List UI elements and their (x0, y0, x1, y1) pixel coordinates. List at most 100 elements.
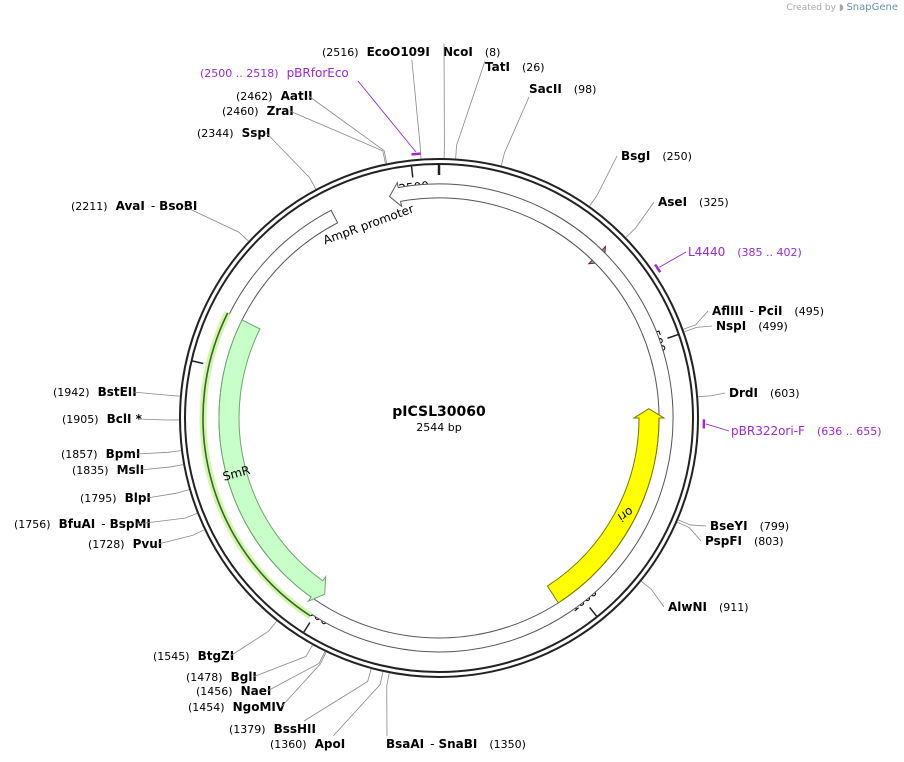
credit-prefix: Created by (786, 3, 836, 13)
plasmid-length: 2544 bp (416, 421, 461, 434)
svg-text:(1545)BtgZI: (1545) BtgZI (153, 649, 234, 663)
primer-mark (411, 152, 421, 156)
svg-text:(1360)ApoI: (1360)ApoI (270, 737, 345, 751)
primer-pbr322ori-f[interactable]: pBR322ori-F(636 .. 655) (702, 419, 882, 438)
enzyme-site-sacii[interactable]: SacII (98) (500, 82, 597, 166)
enzyme-name-2: BsoBI (159, 199, 197, 213)
enzyme-name: BssHII (274, 722, 316, 736)
enzyme-site-msli[interactable]: (1835)MslI (72, 463, 184, 477)
enzyme-site-bpmi[interactable]: (1857)BpmI (61, 447, 182, 461)
restriction-sites: (2516)EcoO109I NcoI(8)TatI(26)SacII (98) Bs… (14, 43, 824, 751)
enzyme-site-naei[interactable]: (1456)NaeI (196, 651, 326, 698)
enzyme-name: ZraI (267, 104, 294, 118)
enzyme-site-blpi[interactable]: (1795)BlpI (80, 489, 190, 505)
credit-brand: SnapGene (846, 2, 898, 13)
enzyme-name: NspI (716, 319, 746, 333)
primer-l4440[interactable]: L4440(385 .. 402) (654, 245, 802, 273)
primer-pbrforeco[interactable]: (2500 .. 2518)pBRforEco (200, 66, 421, 156)
svg-text:PspFI(803): PspFI(803) (705, 534, 784, 548)
svg-text:pBR322ori-F(636 .. 655): pBR322ori-F(636 .. 655) (731, 424, 882, 438)
enzyme-site-avai[interactable]: (2211)AvaI-BsoBI (71, 199, 249, 242)
enzyme-connector (132, 391, 180, 397)
enzyme-site-tati[interactable]: TatI(26) (455, 60, 545, 159)
enzyme-position: (2462) (236, 90, 273, 103)
primer-mark (654, 263, 662, 273)
enzyme-position: (8) (485, 46, 501, 59)
enzyme-connector (386, 673, 390, 737)
enzyme-position: (1545) (153, 650, 190, 663)
tick-mark-500 (667, 333, 680, 339)
enzyme-site-ncoi[interactable]: NcoI(8) (443, 43, 500, 159)
enzyme-position: (799) (760, 520, 790, 533)
enzyme-site-drdi[interactable]: DrdI(603) (698, 386, 800, 400)
enzyme-name: PspFI (705, 534, 742, 548)
enzyme-position: (98) (574, 83, 597, 96)
primer-range: (636 .. 655) (817, 425, 882, 438)
primer-connector (659, 251, 687, 268)
enzyme-connector (500, 96, 530, 166)
feature-ori[interactable] (546, 408, 666, 604)
svg-text:(2344)SspI: (2344)SspI (197, 126, 270, 140)
enzyme-site-alwni[interactable]: AlwNI(911) (641, 581, 749, 614)
enzyme-connector (411, 59, 422, 159)
enzyme-name: SspI (242, 126, 271, 140)
enzyme-site-nspi[interactable]: NspI (499) (684, 319, 788, 333)
enzyme-name: AvaI (116, 199, 145, 213)
enzyme-position: (1379) (229, 723, 266, 736)
enzyme-position: (1456) (196, 685, 233, 698)
enzyme-connector (678, 519, 707, 527)
enzyme-site-pvui[interactable]: (1728)PvuI (88, 529, 205, 551)
enzyme-site-pspfi[interactable]: PspFI(803) (677, 521, 784, 548)
enzyme-name: AflIII (712, 304, 744, 318)
enzyme-site-aatii[interactable]: (2462)AatII (236, 89, 388, 164)
enzyme-position: (1857) (61, 448, 98, 461)
enzyme-name: BclI * (107, 412, 143, 426)
enzyme-site-asei[interactable]: AseI(325) (625, 195, 729, 238)
svg-text:(1835)MslI: (1835)MslI (72, 463, 144, 477)
enzyme-site-bsaai[interactable]: BsaAI-SnaBI(1350) (386, 673, 526, 751)
enzyme-position: (1795) (80, 492, 117, 505)
enzyme-connector (698, 392, 726, 398)
enzyme-site-bfuai[interactable]: (1756)BfuAI-BspMI (14, 512, 198, 531)
enzyme-site-bsshii[interactable]: (1379) BssHII (229, 668, 372, 736)
enzyme-name: BstEII (98, 385, 137, 399)
enzyme-name: BtgZI (198, 649, 235, 663)
enzyme-connector (266, 132, 317, 190)
enzyme-site-zrai[interactable]: (2460)ZraI (222, 104, 386, 164)
enzyme-connector (683, 310, 709, 330)
svg-text:NcoI(8): NcoI(8) (443, 45, 500, 59)
enzyme-connector (641, 581, 665, 608)
feature-smr[interactable] (218, 319, 327, 603)
enzyme-position: (499) (758, 320, 788, 333)
enzyme-name-2: SnaBI (438, 737, 477, 751)
enzyme-site-apoi[interactable]: (1360)ApoI (270, 671, 384, 751)
enzyme-site-afliii[interactable]: AflIII-PciI(495) (683, 304, 824, 330)
enzyme-site-bsgi[interactable]: BsgI(250) (589, 149, 692, 207)
enzyme-name: SacII (529, 82, 562, 96)
smr-strand-line (202, 312, 311, 617)
enzyme-site-bcli[interactable]: (1905)BclI * (62, 412, 180, 426)
enzyme-site-bsteii[interactable]: (1942)BstEII (53, 385, 180, 399)
svg-text:(2211)AvaI-BsoBI: (2211)AvaI-BsoBI (71, 199, 197, 213)
primer-range: (385 .. 402) (737, 246, 802, 259)
enzyme-position: (2211) (71, 200, 108, 213)
svg-text:(2500 .. 2518)pBRforEco: (2500 .. 2518)pBRforEco (200, 66, 349, 80)
enzyme-site-sspi[interactable]: (2344)SspI (197, 126, 317, 190)
enzyme-site-bgli[interactable]: (1478)BglI (186, 644, 313, 684)
svg-text:(1478)BglI: (1478)BglI (186, 670, 257, 684)
enzyme-site-ngomiv[interactable]: (1454)NgoMIV (188, 651, 327, 714)
enzyme-site-bseyi[interactable]: BseYI(799) (678, 519, 789, 533)
enzyme-site-ecoo109i[interactable]: (2516)EcoO109I (322, 45, 430, 159)
svg-text:AflIII-PciI(495): AflIII-PciI(495) (712, 304, 824, 318)
svg-text:(1454)NgoMIV: (1454)NgoMIV (188, 700, 286, 714)
svg-text:BsgI(250): BsgI(250) (621, 149, 692, 163)
enzyme-site-btgzi[interactable]: (1545) BtgZI (153, 620, 277, 663)
svg-text:(1379)BssHII: (1379) BssHII (229, 722, 316, 736)
svg-text:(1756)BfuAI-BspMI: (1756)BfuAI-BspMI (14, 517, 151, 531)
enzyme-position: (1835) (72, 464, 109, 477)
enzyme-name: PvuI (133, 537, 163, 551)
svg-text:L4440(385 .. 402): L4440(385 .. 402) (688, 245, 802, 259)
svg-text:NspI(499): NspI (499) (716, 319, 788, 333)
svg-text:(2460)ZraI: (2460)ZraI (222, 104, 294, 118)
